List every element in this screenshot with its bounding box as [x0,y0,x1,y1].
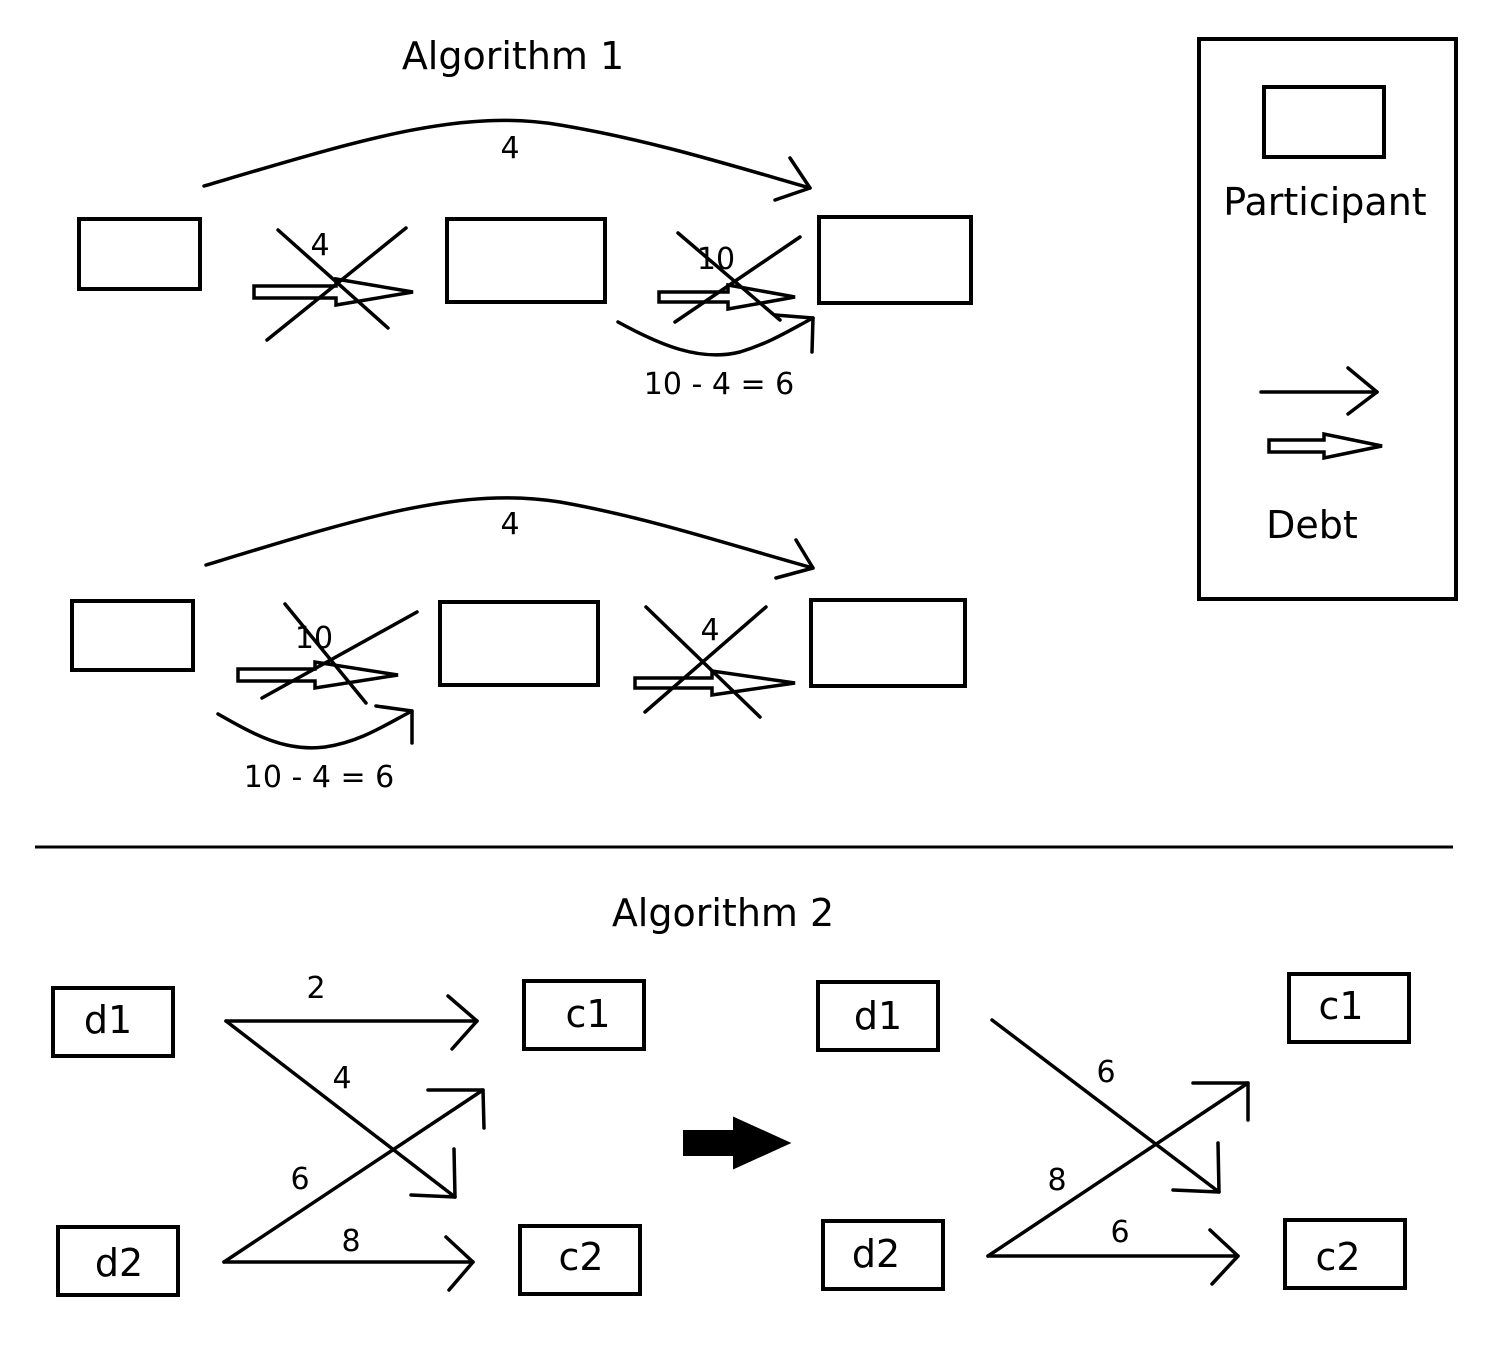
remainder-equation: 10 - 4 = 6 [644,367,794,402]
cross-out-stroke [643,605,768,714]
debtor-box [816,980,940,1052]
debtor-label: d1 [84,998,132,1042]
debt-edge-arrowhead [1208,1228,1240,1286]
remainder-debt-arrowhead [374,704,414,745]
skip-debt-arrow [204,496,815,570]
legend-debt-arrowhead [1346,366,1379,416]
creditor-box [1287,972,1411,1044]
debt-edge-amount: 4 [332,1061,351,1096]
debtor-box [821,1219,945,1291]
remainder-equation: 10 - 4 = 6 [244,760,394,795]
debtor-label: d2 [95,1241,143,1285]
cross-out-stroke [260,610,419,700]
hollow-debt-arrow [633,668,796,698]
participant-box [809,598,967,688]
skip-debt-arrowhead [774,538,815,580]
participant-box [77,217,202,291]
debt-amount: 4 [310,228,329,263]
cross-out-stroke [673,235,802,324]
creditor-box [522,979,646,1051]
debt-edge-d1-c2 [224,1019,457,1199]
debt-edge-arrowhead [1171,1141,1221,1194]
debt-edge-d2-c1 [222,1088,485,1264]
legend-participant-box [1262,85,1386,159]
creditor-label: c1 [1318,984,1363,1028]
debt-edge-d2-c1 [986,1081,1250,1258]
debt-edge-d1-c2 [990,1018,1221,1194]
algorithm2-title: Algorithm 2 [612,891,834,935]
debtor-box [56,1225,180,1297]
debt-amount: 4 [700,613,719,648]
participant-box [817,215,973,305]
debt-edge-arrowhead [1191,1081,1250,1122]
debt-edge-arrowhead [409,1147,457,1199]
remainder-debt-arrow [216,709,414,750]
legend-hollow-debt-arrow [1267,431,1383,461]
remainder-debt-arrowhead [773,313,815,354]
algorithm2-after: d1 d2 c1 c2 6 8 6 [816,972,1411,1291]
debt-edge-amount: 2 [306,971,325,1006]
skip-debt-arrowhead [773,156,812,202]
debt-edge-amount: 6 [1110,1215,1129,1250]
debt-edge-amount: 8 [1047,1163,1066,1198]
cross-out-stroke [676,231,782,322]
debtor-label: d1 [854,994,902,1038]
legend: Participant Debt [1197,37,1458,601]
debt-edge-arrowhead [444,1235,475,1292]
skip-debt-amount: 4 [500,507,519,542]
algorithm1-row2: 4 10 4 10 - 4 = 6 [70,496,967,795]
participant-box [438,600,600,687]
creditor-label: c2 [1315,1235,1360,1279]
debtor-box [51,986,175,1058]
cross-out-stroke [276,228,390,330]
creditor-box [518,1224,642,1296]
participant-box [445,217,607,304]
creditor-label: c2 [558,1235,603,1279]
legend-debt-label: Debt [1266,503,1358,547]
transform-arrow-icon [683,1116,792,1170]
participant-box [70,599,195,672]
skip-debt-arrow [202,118,812,190]
legend-frame [1197,37,1458,601]
debtor-label: d2 [852,1232,900,1276]
debt-amount: 10 [295,621,333,656]
remainder-debt-arrow [616,316,815,357]
debt-edge-amount: 6 [1096,1055,1115,1090]
debt-edge-amount: 6 [290,1162,309,1197]
legend-participant-label: Participant [1223,180,1426,224]
debt-edge-arrowhead [426,1088,486,1130]
algorithm2-before: d1 d2 c1 c2 2 4 6 8 [51,971,646,1297]
debt-edge-amount: 8 [341,1224,360,1259]
skip-debt-amount: 4 [500,131,519,166]
algorithm1-row1: 4 4 10 10 - 4 = 6 [77,118,973,402]
cross-out-stroke [283,602,368,705]
debt-edge-arrowhead [446,994,479,1051]
cross-out-stroke [265,226,408,342]
creditor-label: c1 [565,992,610,1036]
hollow-debt-arrow [252,276,414,308]
algorithm1-title: Algorithm 1 [402,34,624,78]
debt-amount: 10 [697,242,735,277]
creditor-box [1283,1218,1407,1290]
